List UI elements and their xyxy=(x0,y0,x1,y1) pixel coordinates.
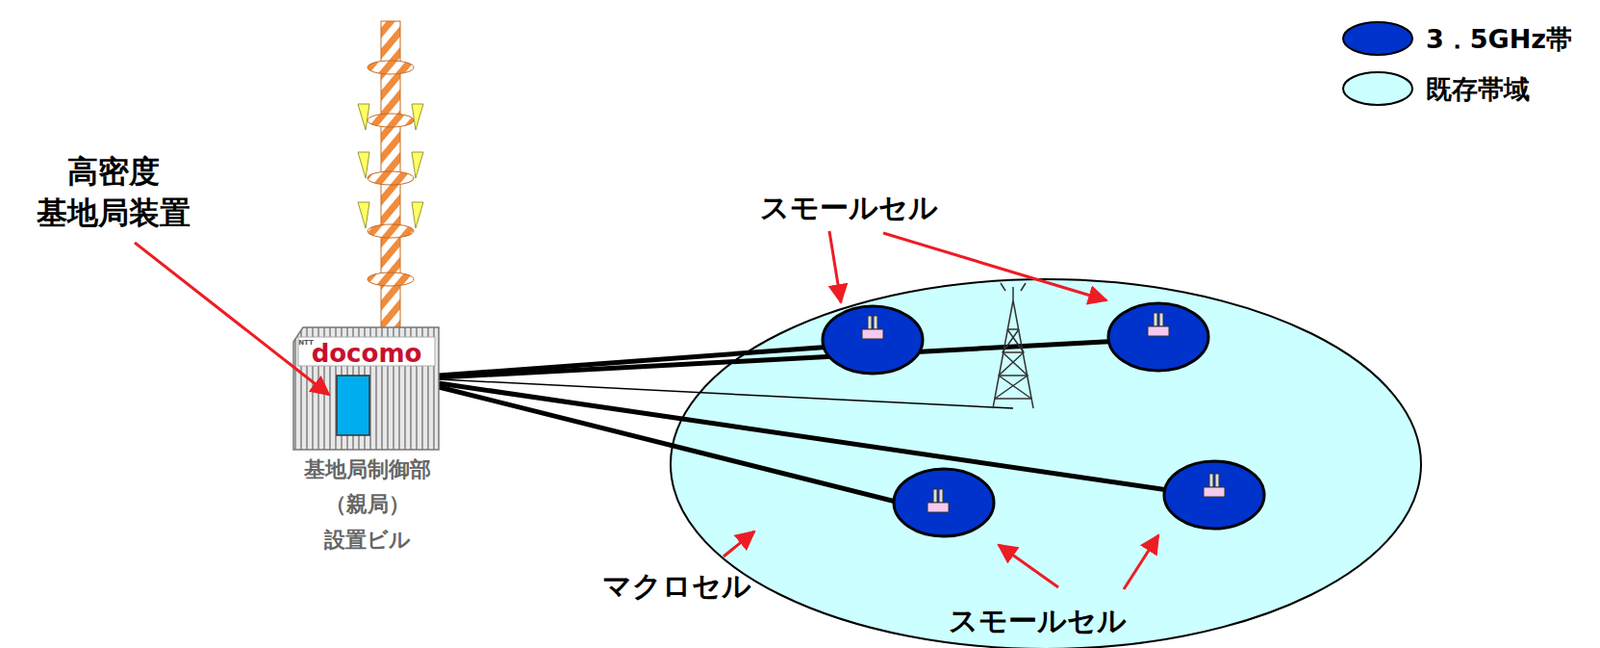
legend-swatch-fill xyxy=(1343,22,1413,55)
backhaul-lines xyxy=(438,338,1215,512)
legend-swatch xyxy=(1339,19,1417,58)
logo-text: docomo xyxy=(311,338,423,368)
macro-cell-label: マクロセル xyxy=(602,566,752,607)
building-node: 基地局制御部 （親局） 設置ビル xyxy=(284,452,451,558)
legend-swatch-fill xyxy=(1343,72,1413,105)
small-cells xyxy=(822,303,1265,536)
antenna-tower xyxy=(357,21,424,330)
logo-text: NTT xyxy=(298,338,314,347)
building-caption: 基地局制御部 （親局） 設置ビル xyxy=(285,452,450,558)
legend-swatch xyxy=(1339,69,1417,108)
macro-cell xyxy=(670,279,1422,648)
small-cell-label: スモールセル xyxy=(948,601,1127,641)
small-cell-base-stations xyxy=(862,312,1225,512)
small-cell-label: スモールセル xyxy=(760,188,939,229)
leader-arrows xyxy=(134,230,1159,589)
macro-tower xyxy=(992,282,1034,408)
legend-text: 3．5GHz帯 xyxy=(1425,22,1573,57)
legend-text: 既存帯域 xyxy=(1425,72,1530,107)
high-density-base-station-equipment xyxy=(336,375,370,435)
building xyxy=(293,327,439,450)
equipment-label: 高密度 基地局装置 xyxy=(36,151,191,234)
